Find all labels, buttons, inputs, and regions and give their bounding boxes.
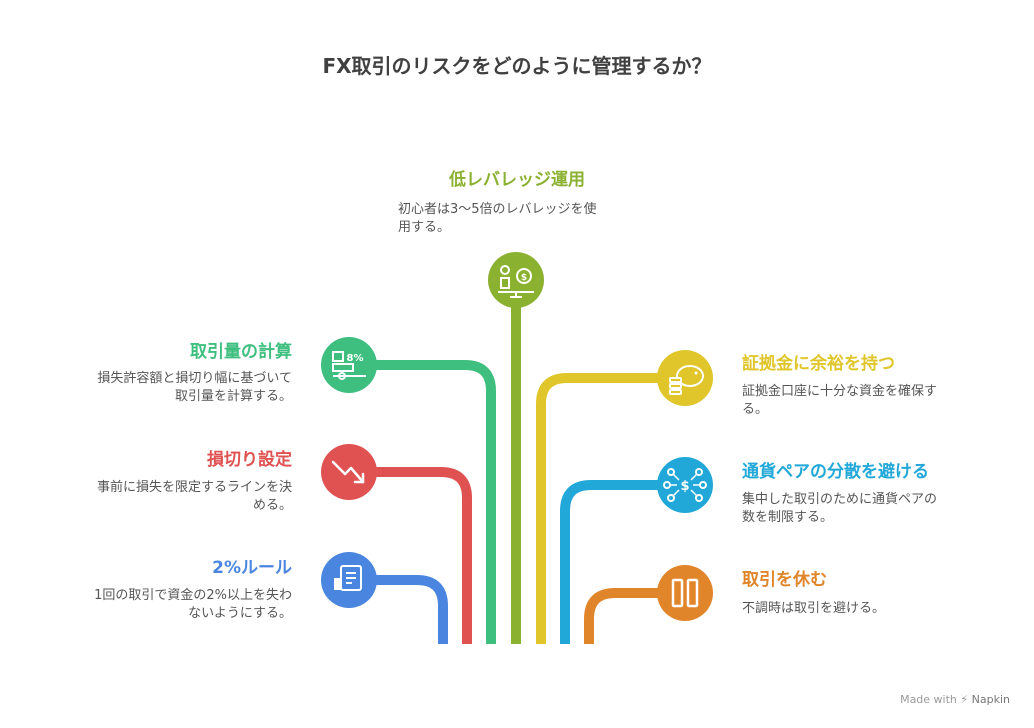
stop-loss-desc: 事前に損失を限定するラインを決 める。	[32, 479, 292, 515]
rest-desc-line-1: 不調時は取引を避ける。	[742, 601, 886, 616]
rest-title: 取引を休む	[742, 570, 827, 590]
made-with-footer[interactable]: Made with ⚡ Napkin	[900, 693, 1010, 706]
diversify-title: 通貨ペアの分散を避ける	[742, 462, 929, 482]
connector-two-percent	[349, 575, 448, 644]
made-with-label: Made with	[900, 693, 957, 706]
trade-size-title: 取引量の計算	[190, 342, 292, 362]
diversify-desc-line-2: 数を制限する。	[742, 510, 834, 525]
calculator-icon: 8%	[321, 337, 377, 393]
trend-down-icon	[321, 444, 377, 500]
two-percent-title: 2%ルール	[212, 558, 292, 578]
piggy-bank-icon	[657, 350, 713, 406]
two-percent-desc: 1回の取引で資金の2%以上を失わ ないようにする。	[32, 587, 292, 623]
notebook-cup-icon	[321, 552, 377, 608]
svg-text:8%: 8%	[347, 353, 364, 364]
margin-desc: 証拠金口座に十分な資金を確保す る。	[742, 383, 1012, 419]
margin-desc-line-1: 証拠金口座に十分な資金を確保す	[742, 384, 938, 399]
person-scale-coin-icon: $	[488, 252, 544, 308]
svg-text:$: $	[680, 479, 689, 494]
connector-diversify	[560, 480, 685, 644]
stop-loss-title: 損切り設定	[207, 450, 292, 470]
center-desc-line-2: 用する。	[398, 220, 451, 235]
svg-text:$: $	[521, 273, 527, 283]
connector-margin	[536, 373, 685, 644]
napkin-brand: Napkin	[971, 693, 1010, 706]
center-desc: 初心者は3〜5倍のレバレッジを使 用する。	[398, 201, 638, 237]
diagram-title: FX取引のリスクをどのように管理するか？	[322, 54, 712, 78]
stop-loss-desc-line-1: 事前に損失を限定するラインを決	[96, 480, 292, 495]
diversify-desc-line-1: 集中した取引のために通貨ペアの	[742, 492, 938, 507]
trade-size-desc-line-1: 損失許容額と損切り幅に基づいて	[97, 371, 292, 386]
network-dollar-icon: $	[657, 457, 713, 513]
connector-rest	[584, 588, 685, 644]
rest-desc: 不調時は取引を避ける。	[742, 600, 1012, 618]
center-title: 低レバレッジ運用	[449, 170, 585, 190]
connector-stop-loss	[349, 467, 472, 644]
trade-size-desc: 損失許容額と損切り幅に基づいて 取引量を計算する。	[32, 370, 292, 406]
margin-desc-line-2: る。	[742, 402, 769, 417]
napkin-logo-icon: ⚡	[960, 693, 969, 706]
pause-icon	[657, 565, 713, 621]
center-desc-line-1: 初心者は3〜5倍のレバレッジを使	[398, 202, 597, 217]
stop-loss-desc-line-2: める。	[252, 498, 292, 513]
connector-trade-size	[349, 360, 496, 644]
two-percent-desc-line-2: ないようにする。	[188, 606, 292, 621]
margin-title: 証拠金に余裕を持つ	[742, 354, 895, 374]
two-percent-desc-line-1: 1回の取引で資金の2%以上を失わ	[94, 588, 292, 603]
trade-size-desc-line-2: 取引量を計算する。	[174, 389, 292, 404]
diversify-desc: 集中した取引のために通貨ペアの 数を制限する。	[742, 491, 1012, 527]
